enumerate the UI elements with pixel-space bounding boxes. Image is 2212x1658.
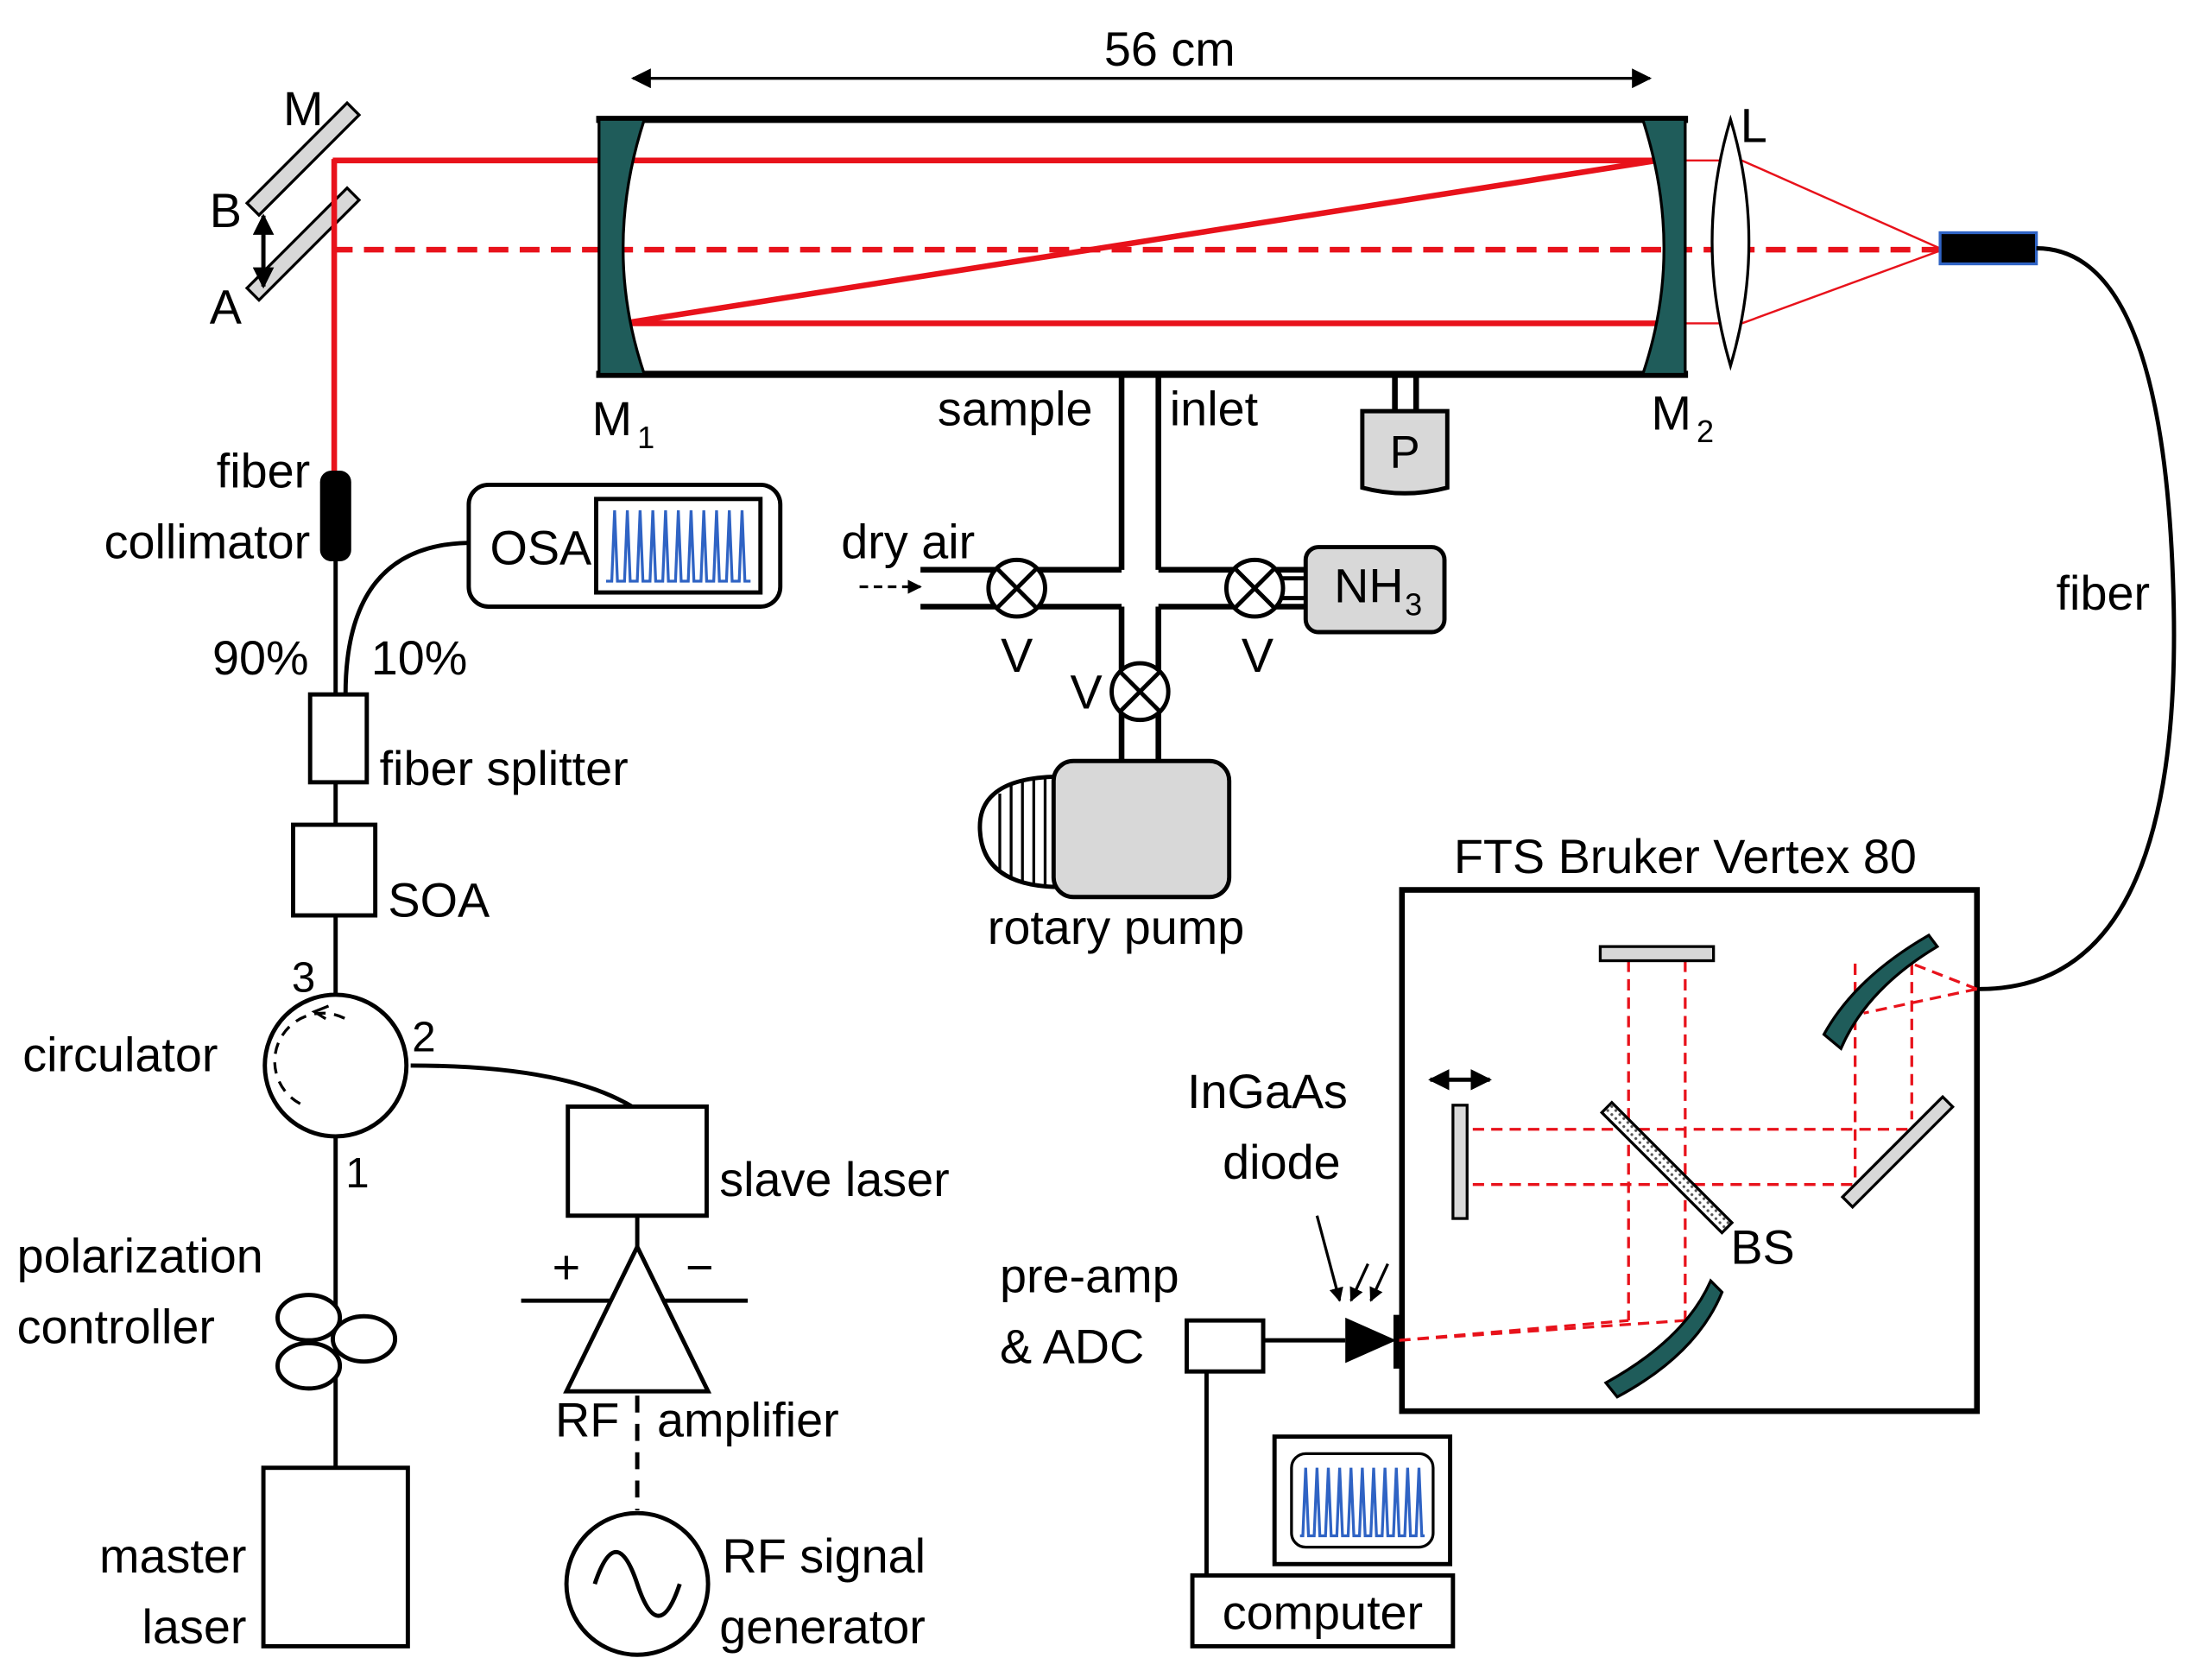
cavity-length-dimension: 56 cm [630,22,1653,89]
preamp-label-line1: pre-amp [1000,1249,1179,1302]
fiber-splitter-label: fiber splitter [380,742,629,795]
rf-label: RF [555,1394,619,1447]
split-90-label: 90% [212,631,309,685]
fiber-coupler [1938,231,2038,266]
rf-generator-line1: RF signal [723,1529,926,1583]
collimator-label-line1: fiber [217,445,310,498]
valve-bottom-label: V [1070,666,1102,719]
pol-controller-line1: polarization [17,1229,263,1282]
mirror-m1-label: M [592,392,632,446]
sample-inlet-tube [1118,374,1161,570]
rotary-pump-label: rotary pump [988,901,1244,954]
computer [1190,1573,1456,1649]
cavity-mirror-m2 [1640,117,1687,377]
fiber-splitter [307,692,370,785]
ammonia-label: NH [1334,560,1404,613]
split-10-label: 10% [371,631,468,685]
detector-label-line1: InGaAs [1187,1065,1348,1118]
circulator [262,992,409,1139]
valve-right-label: V [1242,629,1273,682]
ammonia-cylinder: NH 3 [1281,545,1447,635]
steering-mirror-label: M [283,82,323,136]
position-b-label: B [210,184,242,237]
beamsplitter-label: BS [1730,1221,1794,1275]
preamp-label-line2: & ADC [1000,1319,1144,1373]
rotary-pump: rotary pump [977,758,1244,954]
master-laser-line2: laser [142,1600,247,1654]
valve-bottom[interactable] [1109,661,1171,723]
preamp-adc [1185,1318,1266,1374]
slave-laser-label: slave laser [719,1153,949,1206]
output-fiber [1980,246,2177,991]
sample-label: sample [938,383,1093,436]
sine-wave-icon [592,1550,682,1618]
rf-generator-line2: generator [719,1600,926,1654]
dry-air-label: dry air [841,516,975,569]
cavity-beams [332,157,1948,326]
steering-mirror-a [244,186,362,302]
amplifier-plus: + [553,1241,581,1294]
output-fiber-label: fiber [2057,566,2150,620]
incident-light-arrows [1315,1215,1389,1302]
computer-label: computer [1223,1586,1423,1640]
computer-spectrum [1299,1467,1425,1538]
inlet-label: inlet [1170,383,1259,436]
osa: OSA [466,482,783,609]
osa-label: OSA [490,521,593,574]
fts-moving-mirror [1451,1104,1469,1220]
position-a-label: A [210,280,243,333]
fiber-collimator [319,471,351,562]
fiber-spine [333,541,640,1510]
computer-monitor [1272,1434,1453,1566]
master-laser [261,1465,410,1649]
mirror-m1-subscript: 1 [637,420,654,455]
pol-controller-line2: controller [17,1300,215,1353]
port-2-label: 2 [412,1014,435,1061]
detector-label-line2: diode [1223,1136,1340,1189]
ammonia-subscript: 3 [1405,586,1422,622]
mirror-m2-subscript: 2 [1697,414,1714,449]
collimator-label-line2: collimator [104,516,311,569]
circulator-label: circulator [22,1028,218,1081]
rf-signal-generator [564,1510,711,1657]
port-3-label: 3 [292,954,315,1002]
valve-left-label: V [1001,629,1033,682]
cavity-cell [596,116,1689,378]
valve-right[interactable] [1223,557,1286,619]
polarization-controller [275,1293,398,1391]
osa-spectrum [606,509,751,583]
mirror-m2-label: M [1651,386,1691,440]
fts-collimating-mirror [1822,933,1940,1051]
soa [291,822,378,918]
fts-fold-mirror [1840,1094,1955,1210]
amplifier-label: amplifier [657,1394,839,1447]
amplifier-minus: − [686,1241,714,1294]
fts-focusing-mirror [1603,1278,1724,1399]
valve-left[interactable] [986,557,1047,619]
pressure-gauge: P [1360,374,1450,496]
ingaas-detector [1263,1314,1400,1369]
cavity-length-label: 56 cm [1104,22,1236,76]
pressure-gauge-label: P [1390,427,1420,478]
slave-laser [566,1104,709,1218]
master-laser-line1: master [99,1529,246,1583]
steering-mirror-m [244,100,362,218]
fts-beamsplitter [1599,1100,1735,1235]
fts-title: FTS Bruker Vertex 80 [1454,830,1917,883]
cavity-mirror-m1 [597,117,647,377]
lens [1710,114,1751,371]
soa-label: SOA [388,874,490,927]
rf-amplifier [521,1242,749,1394]
fts-fixed-mirror [1598,945,1716,963]
port-1-label: 1 [345,1149,369,1197]
lens-label: L [1741,99,1767,153]
